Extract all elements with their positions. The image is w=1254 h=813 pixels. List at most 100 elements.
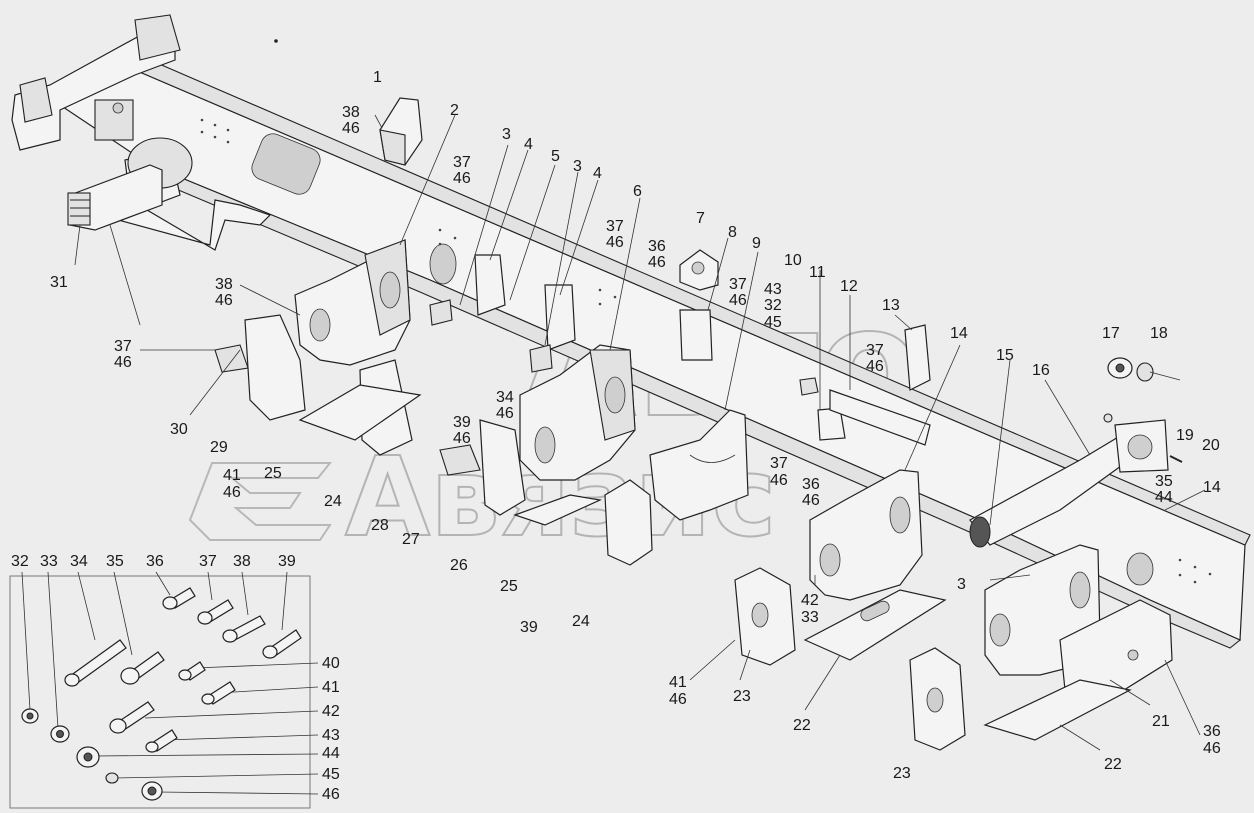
callout-23: 23 <box>733 688 751 705</box>
callout-18: 18 <box>1150 325 1168 342</box>
callout-37: 37 <box>866 342 884 359</box>
callout-25: 25 <box>500 578 518 595</box>
callout-46: 46 <box>648 254 666 271</box>
part-3-4-plates <box>429 254 576 373</box>
callout-39: 39 <box>520 619 538 636</box>
callout-45: 45 <box>764 314 782 331</box>
callout-2: 2 <box>450 102 459 119</box>
legend-label-40: 40 <box>322 655 340 672</box>
callout-labels: 1 38 46 2 37 46 3 4 5 3 4 6 37 46 7 36 4… <box>50 69 1221 782</box>
part-21-rear-member <box>1059 599 1173 706</box>
callout-43: 43 <box>764 281 782 298</box>
callout-9: 9 <box>752 235 761 252</box>
legend-label-41: 41 <box>322 679 340 696</box>
callout-14: 14 <box>1203 479 1221 496</box>
callout-26: 26 <box>450 557 468 574</box>
callout-5: 5 <box>551 148 560 165</box>
part-22-plates <box>803 589 1132 741</box>
callout-37: 37 <box>606 218 624 235</box>
callout-37: 37 <box>453 154 471 171</box>
bolt-35-icon <box>120 651 165 685</box>
callout-36: 36 <box>802 476 820 493</box>
callout-17: 17 <box>1102 325 1120 342</box>
part-16-pipe <box>969 419 1169 548</box>
bolt-39-icon <box>262 629 302 659</box>
callout-39: 39 <box>453 414 471 431</box>
callout-7: 7 <box>696 210 705 227</box>
washer-45-icon <box>105 772 119 784</box>
callout-27: 27 <box>402 531 420 548</box>
reference-dot <box>274 39 278 43</box>
callout-22: 22 <box>793 717 811 734</box>
bolt-43-icon <box>145 729 178 753</box>
legend-label-33: 33 <box>40 553 58 570</box>
legend-label-35: 35 <box>106 553 124 570</box>
callout-21: 21 <box>1152 713 1170 730</box>
callout-33: 33 <box>801 609 819 626</box>
legend-label-37: 37 <box>199 553 217 570</box>
callout-34: 34 <box>496 389 514 406</box>
callout-4: 4 <box>524 136 533 153</box>
callout-10: 10 <box>784 252 802 269</box>
callout-23: 23 <box>893 765 911 782</box>
callout-36: 36 <box>1203 723 1221 740</box>
callout-46: 46 <box>1203 740 1221 757</box>
part-2-spring-bracket <box>294 238 411 366</box>
leader-lines <box>74 114 1206 751</box>
callout-46: 46 <box>114 354 132 371</box>
callout-38: 38 <box>342 104 360 121</box>
callout-14: 14 <box>950 325 968 342</box>
bolt-42-icon <box>109 701 155 734</box>
callout-11: 11 <box>809 264 826 281</box>
callout-32: 32 <box>764 297 782 314</box>
part-1-bracket <box>379 97 423 166</box>
part-23-brackets <box>734 567 966 751</box>
callout-19: 19 <box>1176 427 1194 444</box>
callout-12: 12 <box>840 278 858 295</box>
callout-46: 46 <box>729 292 747 309</box>
callout-3: 3 <box>502 126 511 143</box>
legend-frame <box>9 575 311 809</box>
callout-1: 1 <box>373 69 382 86</box>
part-8-plate <box>679 309 713 361</box>
part-17-18-washers <box>1103 357 1183 463</box>
callout-13: 13 <box>882 297 900 314</box>
callout-36: 36 <box>648 238 666 255</box>
legend-label-42: 42 <box>322 703 340 720</box>
callout-20: 20 <box>1202 437 1220 454</box>
nut-32-icon <box>21 708 39 724</box>
nut-33-icon <box>50 725 70 743</box>
callout-24: 24 <box>572 613 590 630</box>
callout-46: 46 <box>770 472 788 489</box>
callout-28: 28 <box>371 517 389 534</box>
parts-10-13 <box>799 324 931 446</box>
part-14-spring-bracket <box>809 469 1101 676</box>
rail-rivets <box>200 118 1212 584</box>
part-25-29-plates <box>298 384 603 526</box>
part-31-tow-beam <box>67 164 163 231</box>
callout-46: 46 <box>453 430 471 447</box>
callout-24: 24 <box>324 493 342 510</box>
callout-16: 16 <box>1032 362 1050 379</box>
legend-label-45: 45 <box>322 766 340 783</box>
callout-6: 6 <box>633 183 642 200</box>
bolt-41-icon <box>201 681 236 705</box>
callout-25: 25 <box>264 465 282 482</box>
bolt-40-icon <box>178 661 206 681</box>
callout-38: 38 <box>215 276 233 293</box>
nut-46-icon <box>141 781 163 801</box>
legend-label-32: 32 <box>11 553 29 570</box>
legend-label-43: 43 <box>322 727 340 744</box>
legend-label-34: 34 <box>70 553 88 570</box>
bolt-37-icon <box>197 599 234 625</box>
fastener-legend: 32 33 34 35 36 37 38 39 40 41 42 43 44 4… <box>9 553 340 809</box>
callout-3: 3 <box>573 158 582 175</box>
callout-41: 41 <box>669 674 687 691</box>
callout-46: 46 <box>606 234 624 251</box>
callout-46: 46 <box>223 484 241 501</box>
bolt-38-icon <box>222 615 266 643</box>
callout-46: 46 <box>866 358 884 375</box>
callout-46: 46 <box>453 170 471 187</box>
